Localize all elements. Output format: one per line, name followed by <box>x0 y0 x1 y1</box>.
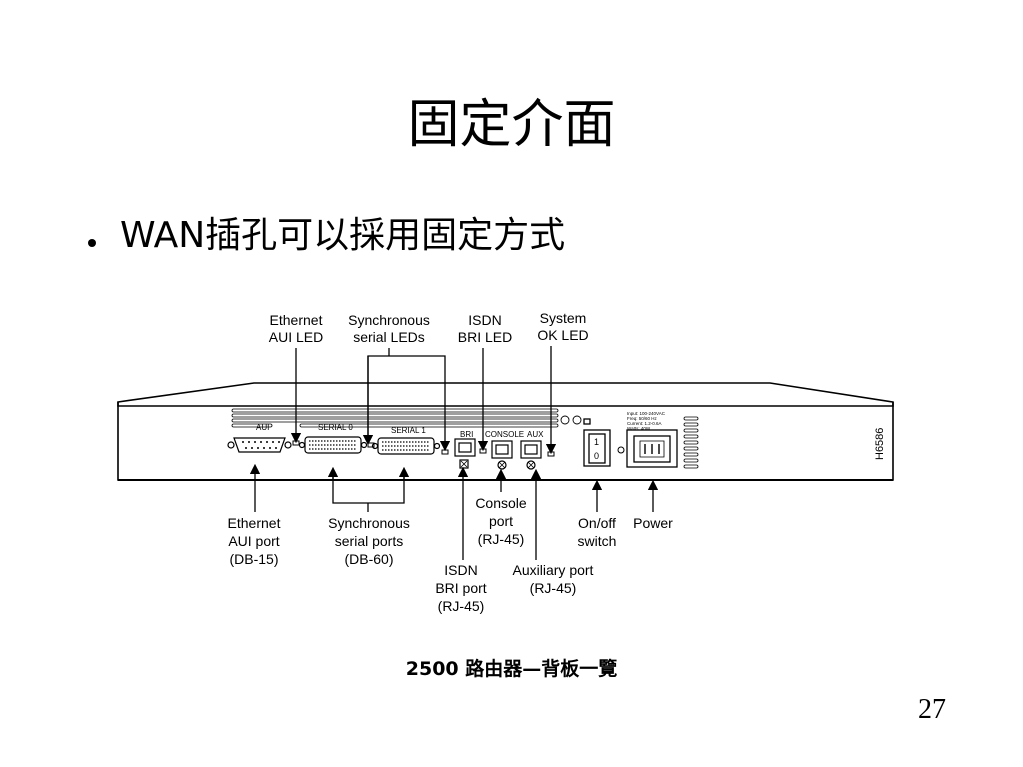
slide-title: 固定介面 <box>407 95 616 155</box>
callout-sync-serial-leds-line1: Synchronous <box>348 312 430 328</box>
top-leader-lines <box>290 346 557 455</box>
callout-isdn-bri-port-line1: ISDN <box>444 562 477 578</box>
callout-auxiliary-port-line2: (RJ-45) <box>530 580 577 596</box>
callout-system-ok-led-line1: System <box>540 310 587 326</box>
figure-caption: 2500 路由器—背板一覽 <box>405 658 618 680</box>
callout-isdn-bri-led-line2: BRI LED <box>458 329 512 345</box>
callout-sync-serial-ports-line1: Synchronous <box>328 515 410 531</box>
callout-isdn-bri-port-line2: BRI port <box>435 580 486 596</box>
panel-label-serial0: SERIAL 0 <box>318 423 353 432</box>
bullet-dot-icon <box>88 239 96 247</box>
svg-text:Watts: 40W: Watts: 40W <box>627 426 651 431</box>
callout-ethernet-aui-led-line2: AUI LED <box>269 329 323 345</box>
page-number: 27 <box>918 694 946 725</box>
auxiliary-port <box>520 440 542 470</box>
vent-slots <box>231 408 699 469</box>
callout-console-port-line2: port <box>489 513 513 529</box>
panel-label-bri: BRI <box>460 430 473 439</box>
callout-isdn-bri-port-line3: (RJ-45) <box>438 598 485 614</box>
panel-label-serial1: SERIAL 1 <box>391 426 426 435</box>
callout-console-port-line3: (RJ-45) <box>478 531 525 547</box>
console-port <box>491 440 513 470</box>
ethernet-aui-led <box>292 440 300 446</box>
serial1-db60-port <box>371 437 441 455</box>
callout-sync-serial-ports-line2: serial ports <box>335 533 403 549</box>
power-spec-label: Input: 100-240VAC Freq: 50/60 Hz Current… <box>627 411 666 431</box>
callout-sync-serial-ports-line3: (DB-60) <box>344 551 393 567</box>
aui-db15-port <box>227 437 292 453</box>
bullet-item: WAN插孔可以採用固定方式 <box>88 211 565 261</box>
callout-system-ok-led-line2: OK LED <box>537 327 588 343</box>
panel-label-aux: AUX <box>527 430 544 439</box>
svg-text:Current: 1.2-0.6A: Current: 1.2-0.6A <box>627 421 662 426</box>
ground-icon <box>560 415 582 425</box>
panel-label-console: CONSOLE <box>485 430 524 439</box>
callout-console-port-line1: Console <box>475 495 527 511</box>
callout-ethernet-aui-port-line3: (DB-15) <box>229 551 278 567</box>
serial0-db60-port <box>298 436 368 454</box>
callout-ethernet-aui-port-line1: Ethernet <box>228 515 281 531</box>
figure-id: H6586 <box>874 428 886 460</box>
switch-label-off: 0 <box>594 451 599 461</box>
bullet-text: WAN插孔可以採用固定方式 <box>120 215 566 256</box>
callout-auxiliary-port-line1: Auxiliary port <box>513 562 594 578</box>
callout-ethernet-aui-led-line1: Ethernet <box>270 312 323 328</box>
router-chassis <box>117 382 894 481</box>
callout-isdn-bri-led-line1: ISDN <box>468 312 501 328</box>
panel-label-aui: AUI <box>256 423 269 432</box>
isdn-bri-port <box>454 438 476 469</box>
callout-power: Power <box>633 515 673 531</box>
svg-text:Input: 100-240VAC: Input: 100-240VAC <box>627 411 666 416</box>
isdn-bri-led <box>479 448 487 454</box>
callout-sync-serial-leds-line2: serial LEDs <box>353 329 425 345</box>
callout-ethernet-aui-port-line2: AUI port <box>228 533 279 549</box>
serial1-led <box>441 449 449 455</box>
callout-on-off-switch-line1: On/off <box>578 515 616 531</box>
router-back-panel-diagram: AUI SERIAL 0 SERIAL 1 BRI CONSOLE AUX <box>117 310 894 614</box>
callout-on-off-switch-line2: switch <box>578 533 617 549</box>
bottom-leader-lines <box>249 463 659 560</box>
system-ok-led <box>547 451 555 457</box>
switch-indicator <box>617 446 625 454</box>
on-off-switch: 1 0 <box>583 418 611 467</box>
svg-text:Freq: 50/60 Hz: Freq: 50/60 Hz <box>627 416 658 421</box>
power-inlet <box>626 429 678 468</box>
switch-label-on: 1 <box>594 437 599 447</box>
